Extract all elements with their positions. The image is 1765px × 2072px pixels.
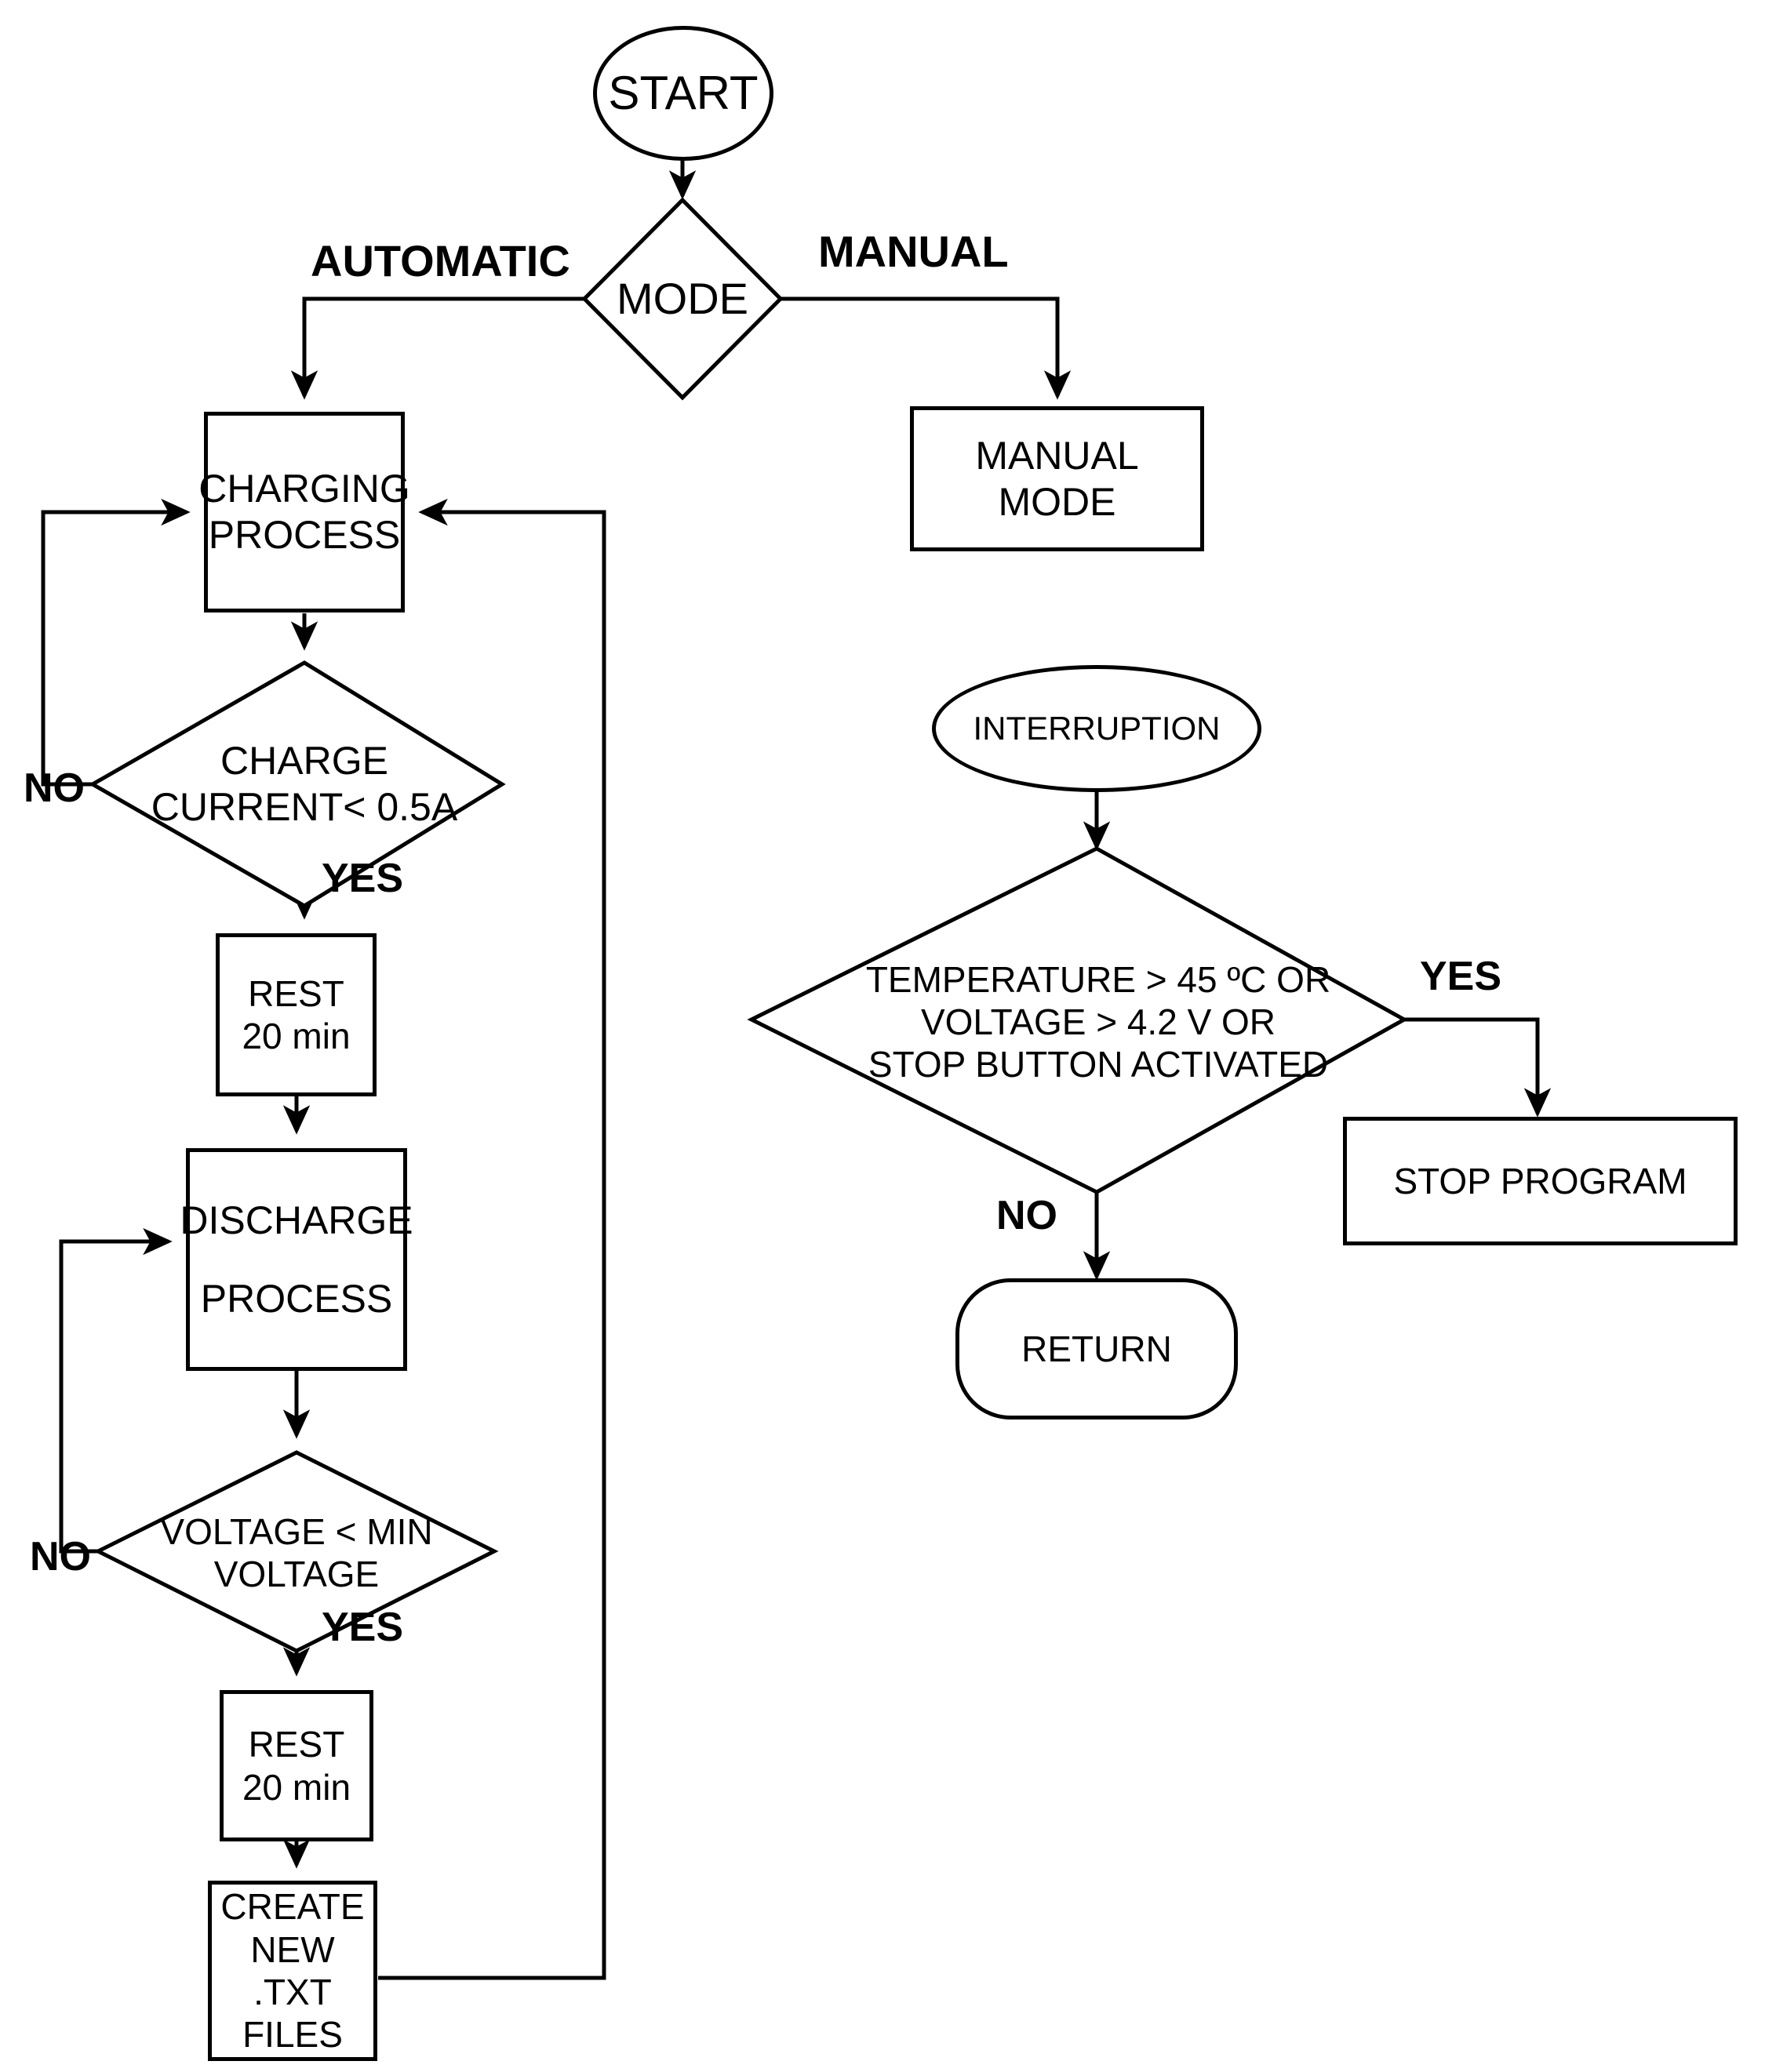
- node-create-files-label: CREATE NEW .TXT FILES: [220, 1886, 365, 2056]
- node-fault-check[interactable]: TEMPERATURE > 45 ºC OR VOLTAGE > 4.2 V O…: [832, 947, 1365, 1096]
- node-discharge-process-label: DISCHARGE PROCESS: [180, 1198, 413, 1321]
- edge-label-fault-no: NO: [996, 1193, 1057, 1238]
- node-rest-after-charge[interactable]: REST 20 min: [216, 933, 377, 1096]
- node-charging-process-label: CHARGING PROCESS: [198, 467, 410, 557]
- node-charging-process[interactable]: CHARGING PROCESS: [198, 412, 410, 613]
- edge-label-mode-manual: MANUAL: [818, 227, 1009, 276]
- node-voltage-check[interactable]: VOLTAGE < MIN VOLTAGE: [132, 1494, 461, 1612]
- edge-fault-yes-to-stop-program: [1404, 1017, 1552, 1118]
- node-stop-program-label: STOP PROGRAM: [1393, 1160, 1687, 1201]
- node-interruption[interactable]: INTERRUPTION: [932, 665, 1261, 792]
- node-stop-program[interactable]: STOP PROGRAM: [1343, 1117, 1738, 1245]
- node-manual-mode-label: MANUAL MODE: [975, 433, 1139, 524]
- node-voltage-check-label: VOLTAGE < MIN VOLTAGE: [160, 1510, 433, 1594]
- edge-label-fault-yes: YES: [1420, 954, 1502, 999]
- node-start-label: START: [608, 66, 759, 119]
- node-charge-current-check-label: CHARGE CURRENT< 0.5A: [151, 739, 458, 829]
- edge-label-charge-current-yes: YES: [322, 856, 404, 901]
- edge-label-voltage-yes: YES: [322, 1605, 404, 1650]
- node-create-files[interactable]: CREATE NEW .TXT FILES: [208, 1881, 377, 2061]
- node-return[interactable]: RETURN: [955, 1278, 1238, 1420]
- node-start[interactable]: START: [593, 26, 773, 161]
- node-fault-check-label: TEMPERATURE > 45 ºC OR VOLTAGE > 4.2 V O…: [865, 958, 1331, 1085]
- edge-mode-manual-to-manual-mode: [781, 296, 1072, 400]
- edge-label-voltage-no: NO: [30, 1534, 91, 1579]
- node-mode-label: MODE: [617, 273, 748, 323]
- node-interruption-label: INTERRUPTION: [973, 710, 1221, 747]
- node-discharge-process[interactable]: DISCHARGE PROCESS: [180, 1148, 413, 1371]
- node-rest-after-discharge-label: REST 20 min: [242, 1724, 351, 1808]
- node-charge-current-check[interactable]: CHARGE CURRENT< 0.5A: [132, 725, 477, 843]
- node-return-label: RETURN: [1021, 1328, 1172, 1369]
- node-mode[interactable]: MODE: [596, 273, 769, 325]
- edge-label-charge-current-no: NO: [24, 765, 85, 811]
- node-rest-after-charge-label: REST 20 min: [242, 972, 351, 1056]
- node-rest-after-discharge[interactable]: REST 20 min: [220, 1690, 373, 1841]
- node-manual-mode[interactable]: MANUAL MODE: [910, 406, 1204, 551]
- edge-label-mode-automatic: AUTOMATIC: [311, 236, 570, 285]
- edge-mode-automatic-to-charging: [290, 296, 584, 400]
